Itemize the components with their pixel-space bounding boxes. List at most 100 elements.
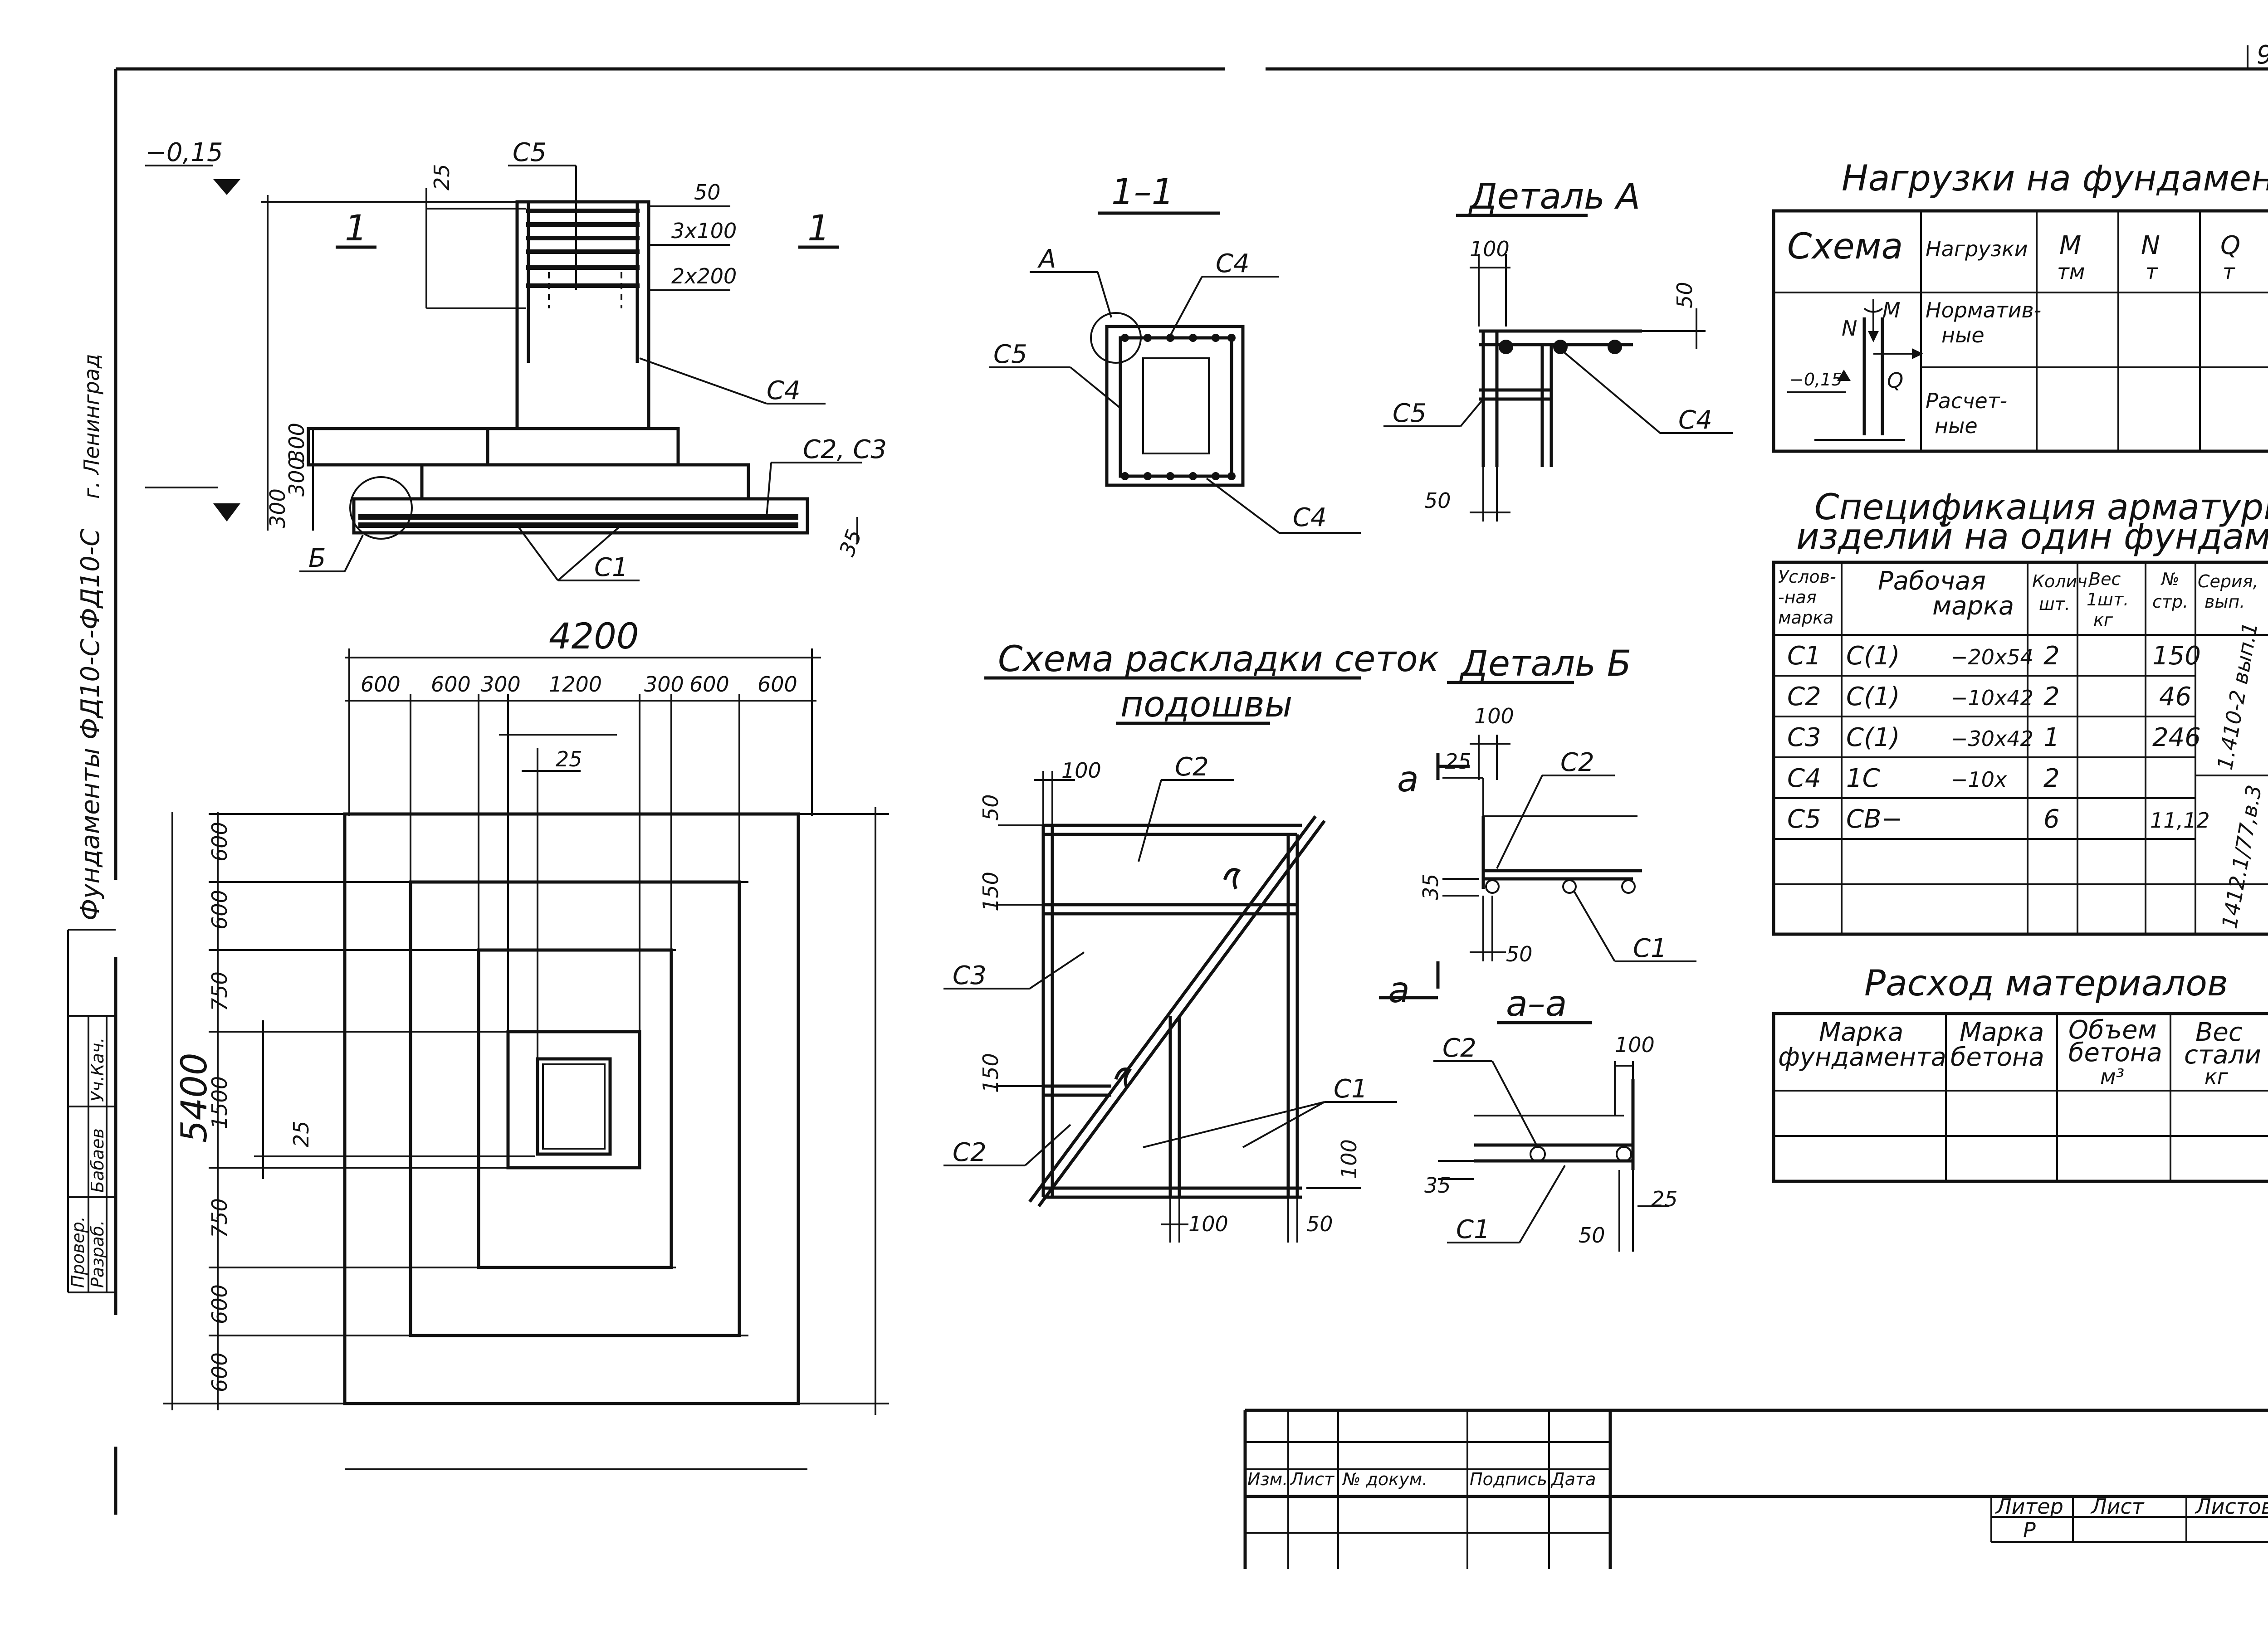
loads-header-scheme: Схема	[1787, 226, 1903, 267]
loads-header-q-unit: т	[2223, 259, 2235, 284]
scheme-title-1: Схема раскладки сеток	[998, 639, 1439, 680]
spec-r3-page: 246	[2152, 723, 2201, 752]
section-11-mark-c5: С5	[993, 340, 1027, 369]
mat-h1-b: фундамента	[1778, 1043, 1946, 1072]
mat-h1-a: Марка	[1819, 1018, 1903, 1047]
tb-col-docnum: № докум.	[1342, 1469, 1427, 1489]
sketch-m: M	[1882, 298, 1901, 322]
scheme-mark-c3: С3	[953, 961, 987, 990]
aa-dim-50: 50	[1579, 1223, 1605, 1248]
loads-header-m-unit: тм	[2057, 259, 2085, 284]
spec-r1-mark: С1	[1787, 641, 1821, 671]
spec-r5-page: 11,12	[2150, 808, 2210, 833]
spec-h-qty-2: шт.	[2039, 594, 2070, 614]
mat-h2-b: бетона	[1950, 1043, 2044, 1072]
spec-r4-mark: С4	[1787, 764, 1821, 793]
tb-sheets-header: Листов	[2195, 1494, 2268, 1519]
sheet-frame: 90	[114, 40, 2268, 1515]
cut-label-right: 1	[807, 208, 830, 249]
detail-b-dim-100: 100	[1474, 704, 1514, 728]
loads-header-q: Q	[2220, 231, 2240, 260]
elevation-marker-icon	[1837, 370, 1851, 381]
scheme-dim-100-right: 100	[1337, 1139, 1361, 1179]
plan-w-300-1: 300	[481, 672, 521, 697]
spec-r4-work2: −10х	[1950, 767, 2007, 792]
spec-r3-qty: 1	[2043, 723, 2060, 752]
spec-r1-work: С(1)	[1846, 641, 1900, 671]
aa-mark-c2: С2	[1442, 1033, 1476, 1063]
plan-small-25-left: 25	[289, 1121, 313, 1147]
tb-sheet-header: Лист	[2090, 1494, 2145, 1519]
loads-header-m: М	[2059, 231, 2081, 260]
detail-b-dim-25: 25	[1445, 749, 1471, 774]
spec-series-2: 1412.1/77,в.3	[2217, 783, 2267, 931]
dim-3x100: 3х100	[671, 219, 737, 243]
side-row-check: Провер.	[68, 1216, 88, 1288]
loads-table: Нагрузки на фундамент Схема Нагрузки М т…	[1772, 158, 2268, 453]
section-1-1: 1–1 А С4 С5 С4	[989, 172, 1361, 534]
section-11-mark-c4-bottom: С4	[1293, 503, 1327, 532]
spec-r3-work: С(1)	[1846, 723, 1900, 752]
materials-title: Расход материалов	[1864, 963, 2228, 1004]
section-11-mark-c4-top: С4	[1216, 249, 1250, 278]
detail-b-title: Деталь Б	[1459, 643, 1631, 684]
loads-row-design-2: ные	[1935, 414, 1978, 438]
plan-w-600-3: 600	[689, 672, 729, 697]
loads-header-n: N	[2141, 231, 2160, 260]
plan-h-600-2: 600	[207, 890, 232, 930]
plan-view: 4200 600 600 300 1200 300 600 600 25 540…	[163, 616, 889, 1470]
scheme-dim-50: 50	[978, 794, 1003, 821]
spec-r5-work: СВ−	[1846, 804, 1902, 834]
dim-300-a: 300	[284, 423, 309, 463]
section-1: −0,15 1 1 С5 С4	[145, 138, 887, 582]
detail-a-dim-50-bottom: 50	[1424, 488, 1451, 513]
detail-b-dim-50: 50	[1506, 942, 1533, 966]
dim-300-c: 300	[265, 488, 290, 528]
plan-w-1200: 1200	[549, 672, 602, 697]
tb-stage-value: Р	[2023, 1518, 2036, 1542]
sheet-number: 90	[2257, 40, 2268, 70]
spec-title-1: Спецификация арматурных	[1814, 487, 2268, 528]
dim-35: 35	[835, 526, 867, 559]
spec-r2-mark: С2	[1787, 682, 1821, 712]
elevation-marker-icon	[213, 179, 240, 195]
load-arrow-icon	[1912, 348, 1923, 359]
tb-col-sheet: Лист	[1290, 1469, 1335, 1489]
materials-table: Расход материалов Марка фундамента Марка…	[1772, 963, 2268, 1183]
spec-r2-work: С(1)	[1846, 682, 1900, 712]
detail-b-cut-a-bottom: а	[1388, 970, 1410, 1011]
tb-col-sign: Подпись	[1470, 1469, 1547, 1489]
aa-dim-35: 35	[1424, 1173, 1451, 1198]
dim-50: 50	[694, 180, 721, 205]
mark-c4: С4	[767, 376, 801, 405]
detail-b: Деталь Б 100 25 35 50 а а С2 С1	[1379, 643, 1696, 1011]
plan-total-height: 5400	[174, 1053, 215, 1143]
mat-h3-c: м³	[2100, 1064, 2124, 1089]
detail-a-mark-c4: С4	[1678, 405, 1712, 435]
tb-col-change: Изм.	[1247, 1469, 1288, 1489]
spec-r2-page: 46	[2159, 682, 2191, 712]
column-stirrups	[526, 202, 640, 363]
scheme-dim-100-top: 100	[1061, 758, 1101, 783]
plan-w-600-4: 600	[758, 672, 797, 697]
layout-scheme: Схема раскладки сеток подошвы 100 50 150…	[943, 639, 1439, 1243]
detail-b-cut-a-top: а	[1397, 759, 1419, 800]
detail-a-title: Деталь А	[1468, 176, 1640, 217]
detail-b-mark-c1: С1	[1633, 934, 1667, 963]
spec-h-page-1: №	[2160, 569, 2180, 589]
spec-h-w-3: кг	[2093, 610, 2113, 630]
cut-label-left: 1	[345, 208, 367, 249]
spec-h-page-2: стр.	[2152, 592, 2188, 612]
spec-r5-mark: С5	[1787, 804, 1821, 834]
dim-300-b: 300	[284, 457, 309, 497]
loads-row-normative-2: ные	[1941, 323, 1984, 347]
loads-header-loads: Нагрузки	[1926, 237, 2028, 261]
elevation-marker-icon	[213, 503, 240, 522]
plan-small-25-top: 25	[556, 747, 582, 771]
mat-h2-a: Марка	[1960, 1018, 2044, 1047]
mark-c1: С1	[594, 553, 628, 582]
detail-b-mark-c2: С2	[1560, 748, 1594, 777]
section-11-mark-a: А	[1037, 244, 1056, 274]
section-a-a: а–а 100 35 25 50 С2 С1	[1424, 984, 1678, 1252]
